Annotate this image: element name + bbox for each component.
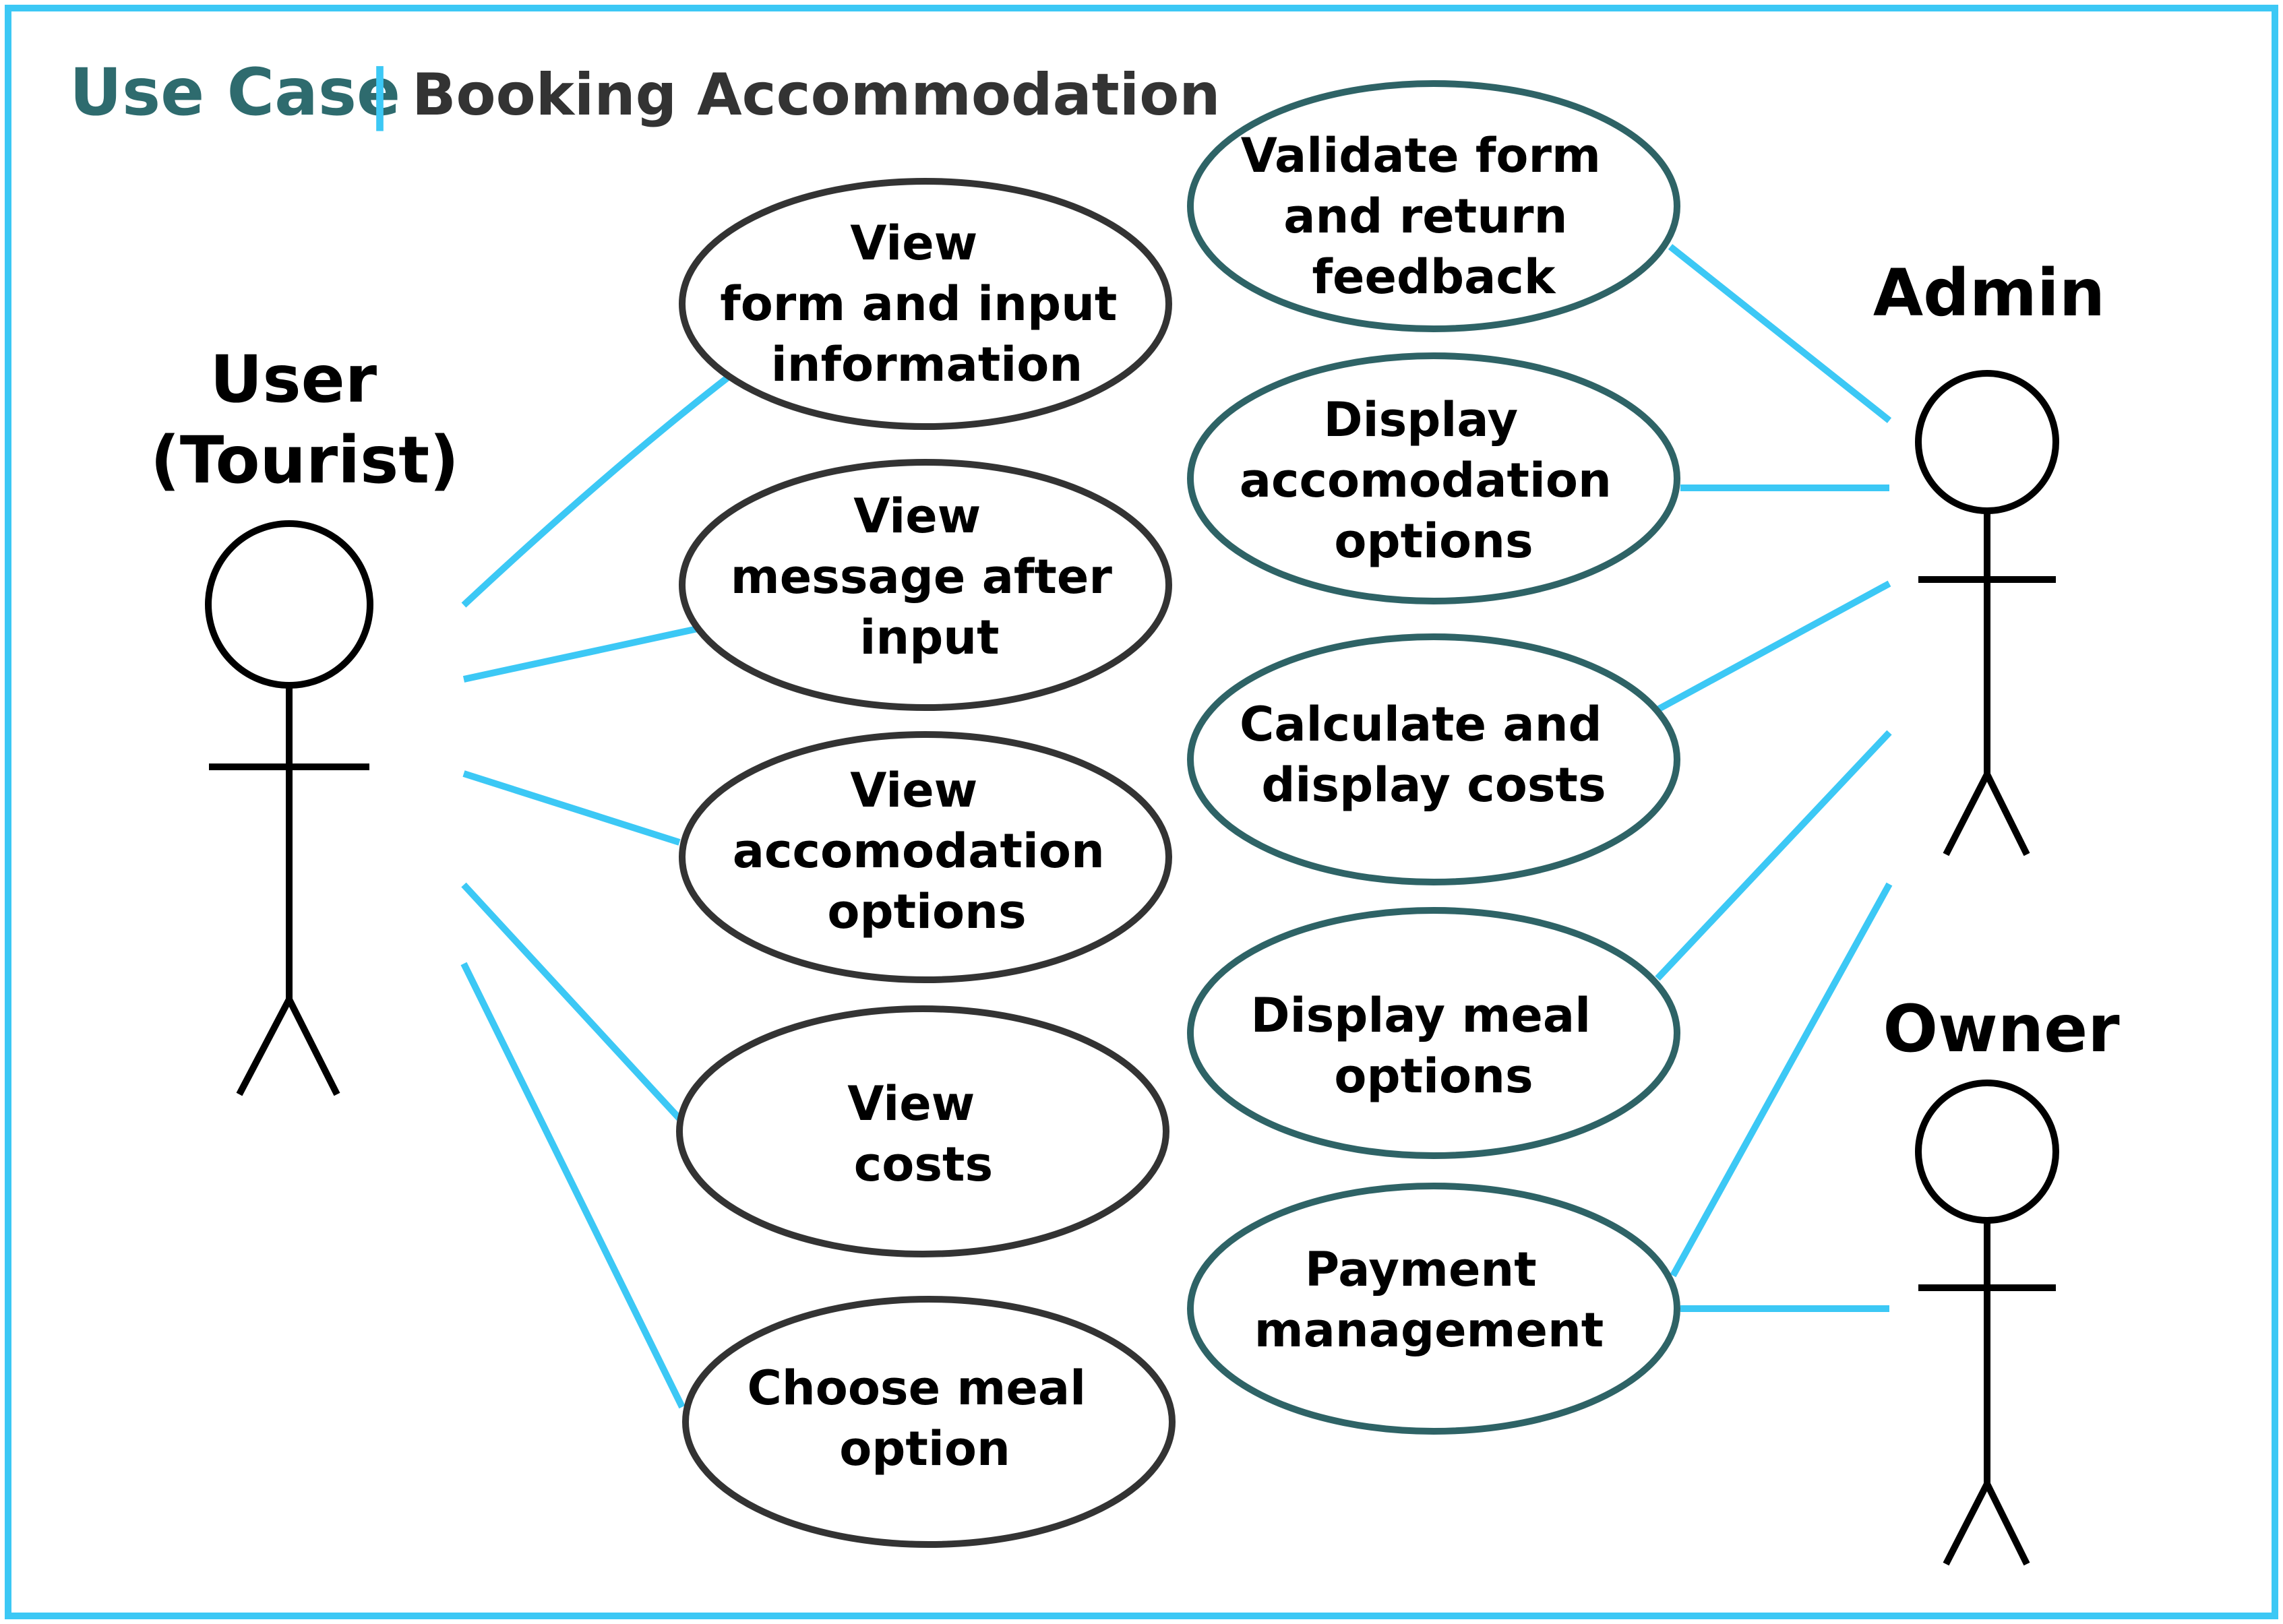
use-case-label: Payment management [1254,1242,1604,1358]
use-case-label-line: View [847,1076,975,1131]
use-case-label-line: Payment [1305,1242,1537,1297]
actor-user-label: User (Tourist) [150,342,459,498]
use-case-validate-form [1187,80,1680,332]
use-case-label-line: Choose meal [748,1361,1087,1416]
connector-admin-calculate-costs [1657,580,1891,712]
actor-label-line: (Tourist) [150,423,459,498]
stick-figure-icon [1915,1080,2059,1566]
connector-admin-display-meal [1655,730,1892,981]
use-case-label: Calculate and display costs [1240,697,1618,813]
use-case-label-line: options [1334,513,1533,569]
actor-owner-label: Owner [1883,991,2120,1067]
use-case-view-accommodation [679,731,1172,983]
use-case-label-line: options [1334,1049,1533,1104]
use-case-view-message [679,459,1172,711]
stick-figure-icon [1915,370,2059,856]
stick-figure-icon [205,520,373,1096]
system-connectors [1655,244,1893,1312]
use-case-label-line: information [771,337,1083,392]
connector-user-view-costs [461,882,682,1121]
use-case-label-line: Calculate and [1240,697,1602,752]
use-case-label-line: display costs [1261,757,1606,813]
title-separator: | [368,56,392,132]
actor-admin: Admin [1873,255,2105,856]
use-case-label-line: View [850,216,977,271]
connector-admin-payment [1670,882,1893,1278]
use-case-label-line: costs [854,1137,993,1192]
use-case-label: Display meal options [1251,988,1608,1104]
use-case-label-line: View [850,763,977,818]
use-case-choose-meal [682,1296,1176,1548]
use-case-label: View message after input [731,489,1128,665]
connector-user-choose-meal [460,962,686,1409]
use-case-label-line: option [839,1421,1010,1476]
actor-admin-label: Admin [1873,255,2105,331]
connector-user-view-form [461,375,731,608]
use-case-label-line: accomodation [733,823,1105,879]
connector-user-view-message [462,625,699,683]
user-connectors [460,375,731,1409]
connector-admin-validate [1668,244,1892,423]
system-use-case-labels: Validate form and return feedback Displa… [1240,128,1628,1358]
diagram-frame [5,5,2278,1619]
use-case-label-line: and return [1283,189,1567,244]
user-use-case-labels: View form and input information View mes… [720,216,1134,1476]
use-case-label-line: feedback [1312,249,1556,305]
system-use-cases [1187,80,1680,1435]
title-sub: Booking Accommodation [412,61,1221,129]
actor-owner: Owner [1883,991,2120,1566]
actor-label-line: User [210,342,377,417]
use-case-display-meal [1187,907,1680,1159]
user-use-cases [676,178,1176,1548]
use-case-label-line: Display meal [1251,988,1591,1043]
use-case-label-line: Validate form [1241,128,1601,183]
use-case-label-line: accomodation [1240,453,1612,508]
use-case-view-costs [676,1005,1169,1257]
use-case-label: View accomodation options [733,763,1121,939]
use-case-view-form [679,178,1172,430]
use-case-label: View form and input information [720,216,1134,392]
use-case-label: Display accomodation options [1240,392,1628,569]
use-case-label: Validate form and return feedback [1241,128,1618,305]
actor-label-line: Admin [1873,255,2105,331]
use-case-display-accommodation [1187,352,1680,604]
use-case-label-line: options [827,884,1026,939]
use-case-payment-management [1187,1183,1680,1435]
use-case-label-line: form and input [720,276,1117,332]
use-case-label-line: message after [731,549,1113,604]
use-case-label-line: Display [1324,392,1519,447]
connector-user-view-accommodation [462,770,681,846]
use-case-label-line: View [853,489,981,544]
use-case-calculate-costs [1187,633,1680,885]
diagram-title: Use Case | Booking Accommodation [69,55,1221,132]
title-main: Use Case [69,55,400,130]
use-case-label: Choose meal option [748,1361,1103,1476]
use-case-label-line: input [859,610,999,665]
use-case-label: View costs [847,1076,993,1192]
actor-user: User (Tourist) [150,342,459,1096]
use-case-label-line: management [1254,1303,1604,1358]
actor-label-line: Owner [1883,991,2120,1067]
